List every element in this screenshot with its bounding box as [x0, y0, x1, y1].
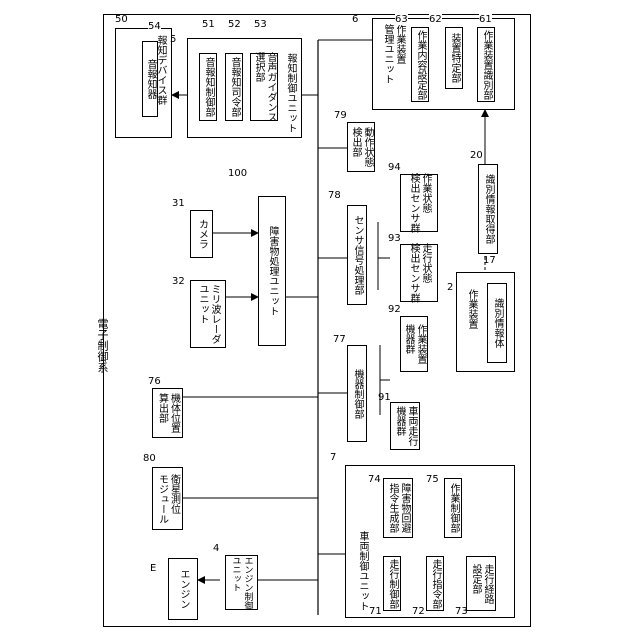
- work-control-box: 作業制御部: [444, 478, 462, 538]
- route-setting-label: 走行経路 設定部: [469, 564, 493, 604]
- avoidance-label: 障害物回避 指令生成部: [386, 483, 410, 533]
- notification-control-box: 51 52 53 音報知制御部 音報知司令部 音声ガイダンス 選択部 報知制御ユ…: [187, 38, 302, 138]
- ref-75: 75: [426, 474, 439, 485]
- device-identify-box: 装置特定部: [445, 27, 463, 89]
- obstacle-unit-label: 障害物処理ユニット: [266, 226, 278, 316]
- avoidance-box: 障害物回避 指令生成部: [383, 478, 413, 538]
- sound-device-label: 音報知器: [144, 59, 156, 99]
- id-body-label: 識別情報体: [491, 298, 503, 348]
- id-acquisition-label: 識別情報取得部: [482, 174, 494, 244]
- ref-53: 53: [254, 19, 267, 30]
- ref-4: 4: [213, 543, 219, 554]
- engine-control-unit-label: エンジン制御 ユニット: [230, 556, 254, 610]
- work-devices-box: 作業装置 機器群: [400, 316, 428, 372]
- ref-100: 100: [228, 168, 247, 179]
- position-calc-label: 機体位置 算出部: [156, 393, 180, 433]
- ref-31: 31: [172, 198, 185, 209]
- sensor-processing-box: センサ信号処理部: [347, 205, 367, 305]
- work-control-label: 作業制御部: [447, 483, 459, 533]
- work-sensors-label: 作業状態 検出センサ群: [407, 173, 431, 233]
- ref-20: 20: [470, 150, 483, 161]
- travel-control-box: 走行制御部: [383, 556, 401, 611]
- ref-51: 51: [202, 19, 215, 30]
- ref-32: 32: [172, 276, 185, 287]
- ref-62: 62: [429, 14, 442, 25]
- work-device-identify-label: 作業装置識別部: [480, 30, 492, 100]
- work-management-box: 作業装置 管理ユニット 63 62 61 作業内容設定部 装置特定部 作業装置識…: [372, 18, 515, 110]
- id-body-box: 識別情報体: [487, 283, 507, 363]
- operation-detect-box: 動作状態 検出部: [347, 122, 375, 172]
- position-calc-box: 機体位置 算出部: [152, 388, 183, 438]
- travel-command-label: 走行指令部: [429, 559, 441, 609]
- ref-94: 94: [388, 162, 401, 173]
- device-control-box: 機器制御部: [347, 345, 367, 442]
- sound-notification-control-label: 音報知制御部: [202, 57, 214, 117]
- millimeter-radar-label: ミリ波レーダ ユニット: [196, 284, 220, 344]
- ref-E: E: [150, 563, 156, 574]
- route-setting-box: 走行経路 設定部: [466, 556, 496, 611]
- voice-guidance-label: 音声ガイダンス 選択部: [252, 52, 276, 122]
- vehicle-travel-devices-label: 車両走行 機器群: [393, 406, 417, 446]
- device-identify-label: 装置特定部: [448, 33, 460, 83]
- camera-label: カメラ: [196, 219, 208, 249]
- camera-box: カメラ: [190, 210, 213, 258]
- millimeter-radar-box: ミリ波レーダ ユニット: [190, 280, 226, 348]
- work-sensors-box: 作業状態 検出センサ群: [400, 174, 438, 232]
- ref-63: 63: [395, 14, 408, 25]
- notification-control-title: 報知制御ユニット: [284, 53, 296, 133]
- content-setting-box: 作業内容設定部: [411, 27, 429, 102]
- satellite-module-box: 衛星測位 モジュール: [152, 467, 183, 530]
- ref-7: 7: [330, 452, 336, 463]
- vehicle-control-box: 車両制御ユニット 71 走行制御部 72 走行指令部 73 走行経路 設定部 7…: [345, 465, 515, 618]
- engine-box: エンジン: [168, 558, 198, 620]
- obstacle-unit-box: 障害物処理ユニット: [258, 196, 286, 346]
- content-setting-label: 作業内容設定部: [414, 30, 426, 100]
- ref-91: 91: [378, 392, 391, 403]
- sound-notification-command-box: 音報知司令部: [225, 53, 243, 121]
- ref-50: 50: [115, 14, 128, 25]
- ref-71: 71: [369, 606, 382, 617]
- vehicle-control-title: 車両制御ユニット: [356, 531, 368, 611]
- ref-79: 79: [334, 110, 347, 121]
- ref-74: 74: [368, 474, 381, 485]
- ref-78: 78: [328, 190, 341, 201]
- ref-92: 92: [388, 304, 401, 315]
- voice-guidance-box: 音声ガイダンス 選択部: [250, 53, 278, 121]
- vehicle-travel-devices-box: 車両走行 機器群: [390, 402, 420, 450]
- work-devices-label: 作業装置 機器群: [402, 324, 426, 364]
- sound-device-box: 音報知器: [142, 41, 158, 117]
- device-control-label: 機器制御部: [351, 369, 363, 419]
- ref-77: 77: [333, 334, 346, 345]
- ref-61: 61: [479, 14, 492, 25]
- operation-detect-label: 動作状態 検出部: [349, 127, 373, 167]
- work-management-title: 作業装置 管理ユニット: [381, 24, 405, 84]
- work-device-box: 作業装置 識別情報体: [456, 272, 515, 372]
- ref-52: 52: [228, 19, 241, 30]
- id-acquisition-box: 識別情報取得部: [478, 164, 498, 254]
- ref-2: 2: [447, 282, 453, 293]
- satellite-module-label: 衛星測位 モジュール: [156, 474, 180, 524]
- ref-72: 72: [412, 606, 425, 617]
- travel-sensors-label: 走行状態 検出センサ群: [407, 243, 431, 303]
- engine-label: エンジン: [177, 569, 189, 609]
- engine-control-unit-box: エンジン制御 ユニット: [225, 555, 258, 610]
- work-device-identify-box: 作業装置識別部: [477, 27, 495, 102]
- travel-control-label: 走行制御部: [386, 559, 398, 609]
- ref-54: 54: [148, 21, 161, 32]
- sound-notification-control-box: 音報知制御部: [199, 53, 217, 121]
- travel-command-box: 走行指令部: [426, 556, 444, 611]
- ref-80: 80: [143, 453, 156, 464]
- ref-6: 6: [352, 14, 358, 25]
- travel-sensors-box: 走行状態 検出センサ群: [400, 244, 438, 302]
- work-device-label: 作業装置: [465, 289, 477, 329]
- sound-notification-command-label: 音報知司令部: [228, 57, 240, 117]
- ref-17: 17: [483, 255, 496, 266]
- sensor-processing-label: センサ信号処理部: [351, 215, 363, 295]
- ref-76: 76: [148, 376, 161, 387]
- ref-5: 5: [170, 34, 176, 45]
- notification-devices-box: 報知デバイス群 54 音報知器: [115, 28, 172, 138]
- ref-93: 93: [388, 233, 401, 244]
